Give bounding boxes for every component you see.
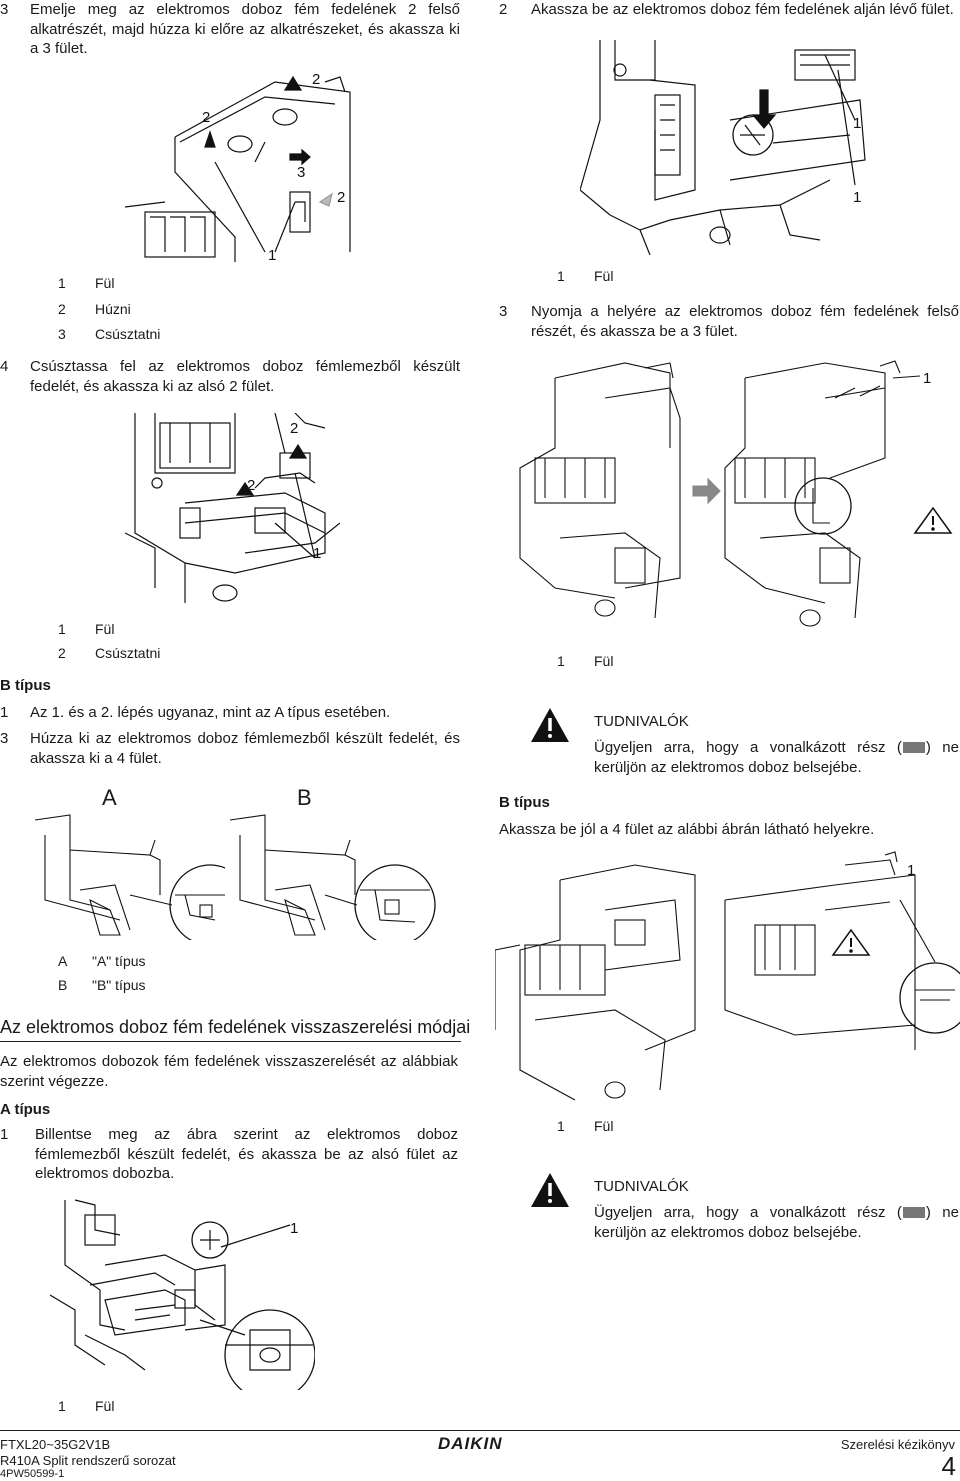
figure-hook-bottom: 1 1 [580, 40, 880, 255]
legend-label: Fül [594, 653, 614, 669]
brand-logo: DAIKIN [438, 1434, 503, 1453]
legend-label: Húzni [95, 301, 131, 317]
figure-label-b: B [297, 785, 312, 810]
step-text: Billentse meg az ábra szerint az elektro… [35, 1126, 458, 1182]
note-title: TUDNIVALÓK [594, 1178, 689, 1195]
legend-number: 1 [58, 621, 66, 637]
step-text: Az 1. és a 2. lépés ugyanaz, mint az A t… [30, 704, 391, 721]
figure-type-a [30, 810, 225, 940]
footer-rule [0, 1430, 960, 1431]
figure-lift-cover: 2 2 3 2 1 [125, 62, 360, 262]
figure-tilt-cover: 1 [45, 1195, 315, 1390]
legend-label: Csúsztatni [95, 645, 161, 661]
callout-1: 1 [268, 247, 276, 262]
figure-type-b-hooks: 1 [495, 850, 960, 1110]
legend-label: Fül [95, 621, 115, 637]
callout-2: 2 [337, 189, 345, 206]
step-number: 3 [0, 730, 9, 747]
callout-1: 1 [907, 862, 915, 879]
note-text-before: Ügyeljen arra, hogy a vonalkázott rész ( [594, 1204, 902, 1221]
step-number: 3 [0, 1, 9, 18]
step-text: Húzza ki az elektromos doboz fémlemezből… [30, 730, 460, 767]
section-subheading: A típus [0, 1101, 51, 1118]
legend-number: B [58, 977, 68, 993]
footer-model: FTXL20~35G2V1B [0, 1437, 111, 1452]
callout-2: 2 [202, 109, 210, 126]
figure-type-b [225, 810, 440, 940]
callout-1: 1 [853, 189, 861, 206]
note-text: Ügyeljen arra, hogy a vonalkázott rész (… [594, 738, 959, 777]
note-title: TUDNIVALÓK [594, 713, 689, 730]
legend-number: 1 [557, 1118, 565, 1134]
legend-label: Fül [594, 268, 614, 284]
step-number: 2 [499, 1, 508, 18]
page-number: 4 [941, 1451, 956, 1481]
step-number: 3 [499, 303, 508, 320]
legend-label: Csúsztatni [95, 326, 161, 342]
section-heading: Az elektromos doboz fém fedelének vissza… [0, 1017, 471, 1037]
legend-label: Fül [95, 1398, 115, 1414]
note-text-before: Ügyeljen arra, hogy a vonalkázott rész ( [594, 739, 902, 756]
step-number: 1 [0, 1126, 9, 1143]
footer-manual-title: Szerelési kézikönyv [840, 1437, 955, 1452]
callout-1: 1 [923, 370, 931, 387]
legend-number: A [58, 953, 68, 969]
warning-icon [530, 707, 570, 749]
callout-2: 2 [312, 71, 320, 88]
step-text: Akassza be az elektromos doboz fém fedel… [531, 1, 954, 18]
section-intro: Az elektromos dobozok fém fedelének viss… [0, 1053, 458, 1090]
footer-series: R410A Split rendszerű sorozat [0, 1453, 176, 1468]
note-text: Ügyeljen arra, hogy a vonalkázott rész (… [594, 1203, 959, 1242]
legend-number: 3 [58, 326, 66, 342]
step-text: Csúsztassa fel az elektromos doboz fémle… [30, 358, 460, 395]
hatched-area-swatch [902, 1207, 925, 1218]
note-text-after: ) ne kerüljön az elektromos doboz belsej… [594, 1204, 959, 1241]
figure-label-a: A [102, 785, 117, 810]
legend-label: "B" típus [92, 977, 146, 993]
legend-number: 1 [557, 653, 565, 669]
legend-label: Fül [594, 1118, 614, 1134]
callout-2: 2 [247, 477, 255, 494]
legend-number: 2 [58, 301, 66, 317]
step-number: 1 [0, 704, 9, 721]
step-text: Nyomja a helyére az elektromos doboz fém… [531, 303, 959, 340]
footer-doc-id: 4PW50599-1 [0, 1468, 65, 1480]
step-number: 4 [0, 358, 9, 375]
callout-1: 1 [290, 1220, 298, 1237]
legend-label: "A" típus [92, 953, 146, 969]
callout-1: 1 [313, 545, 321, 562]
section-intro: Akassza be jól a 4 fület az alábbi ábrán… [499, 821, 875, 838]
legend-label: Fül [95, 275, 115, 291]
callout-3: 3 [297, 164, 305, 181]
note-text-after: ) ne kerüljön az elektromos doboz belsej… [594, 739, 959, 776]
hatched-area-swatch [902, 742, 925, 753]
legend-number: 2 [58, 645, 66, 661]
legend-number: 1 [557, 268, 565, 284]
legend-number: 1 [58, 1398, 66, 1414]
callout-2: 2 [290, 420, 298, 437]
step-text: Emelje meg az elektromos doboz fém fedel… [30, 1, 460, 57]
figure-press-cover: 1 [495, 358, 960, 648]
callout-1: 1 [853, 115, 861, 132]
heading-rule [0, 1041, 461, 1042]
legend-number: 1 [58, 275, 66, 291]
section-subheading: B típus [0, 677, 51, 694]
warning-icon [530, 1172, 570, 1214]
figure-slide-cover: 2 2 1 [125, 413, 340, 603]
section-subheading: B típus [499, 794, 550, 811]
